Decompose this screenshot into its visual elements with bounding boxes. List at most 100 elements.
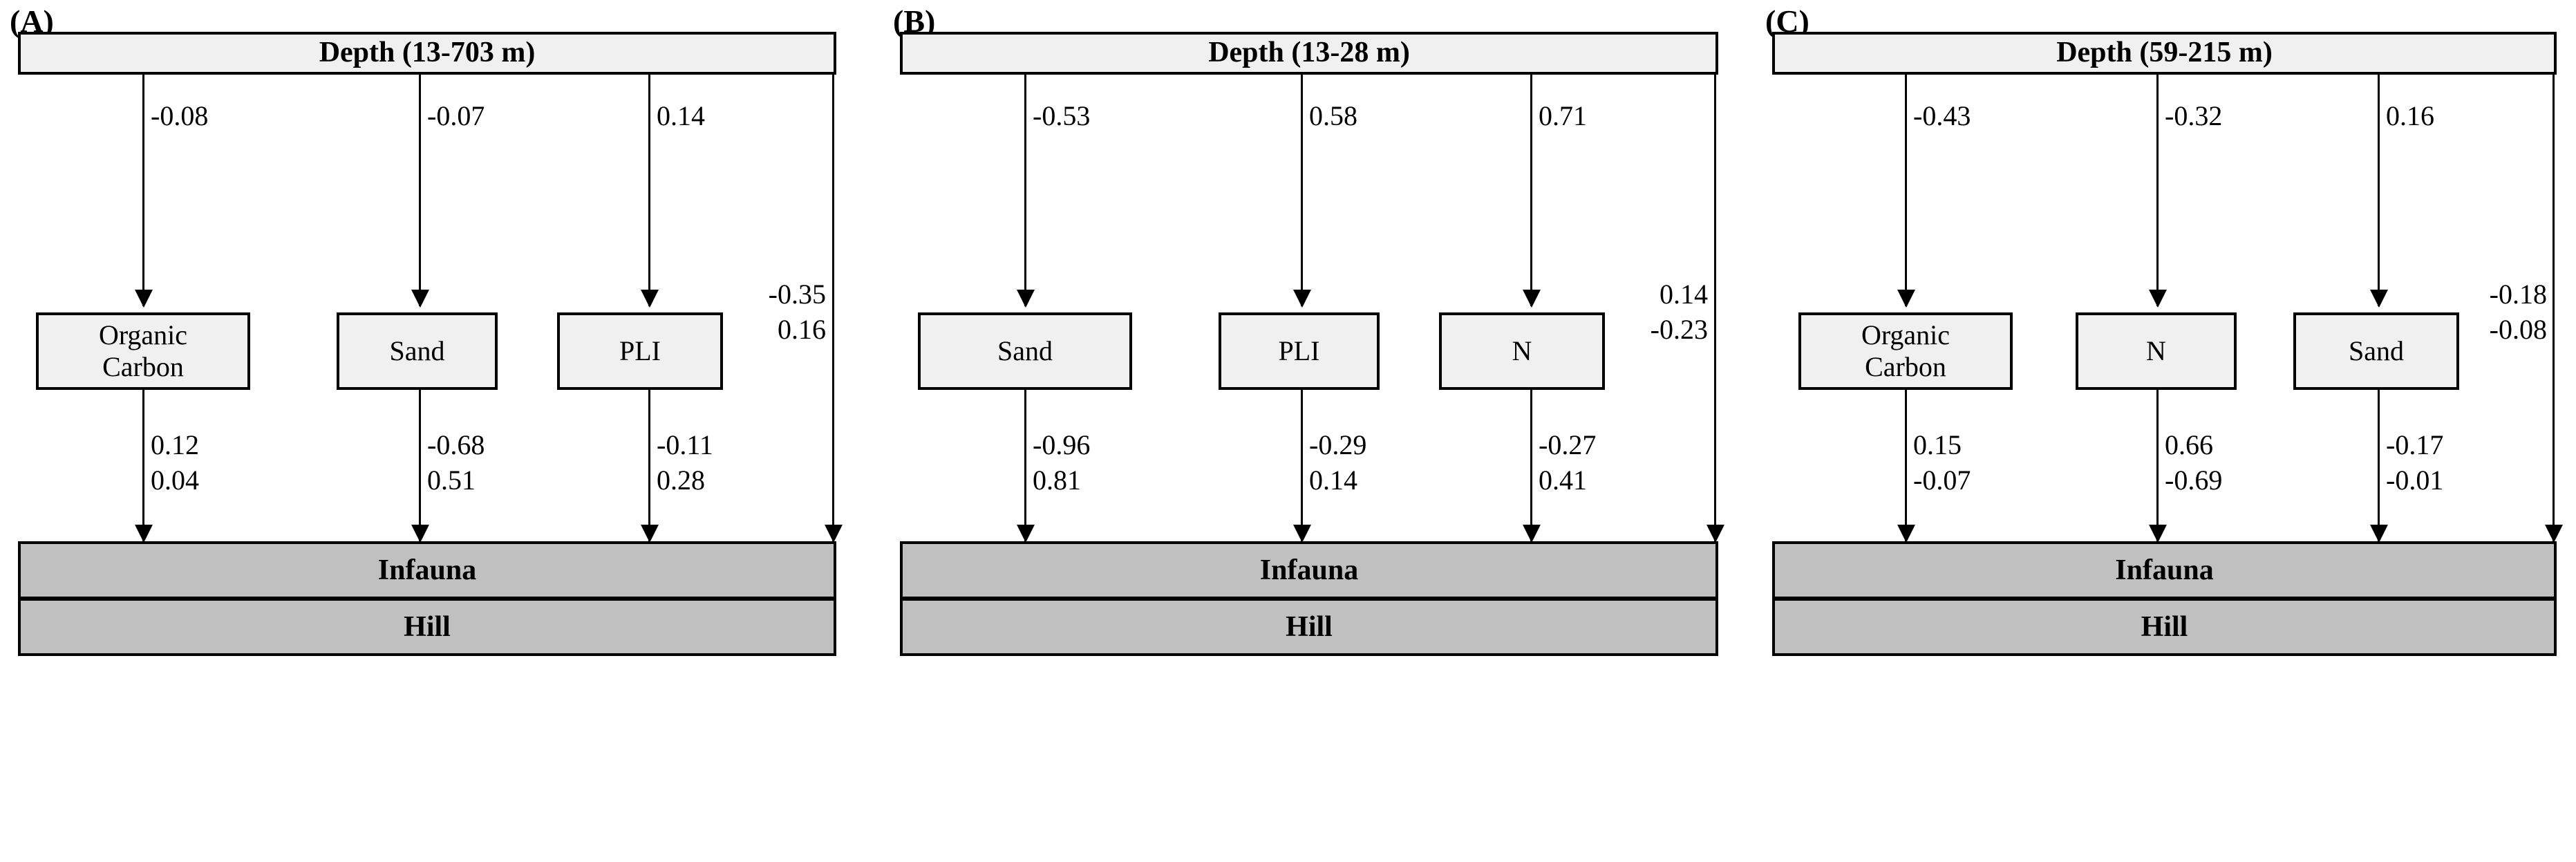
panel-b-coef-depth-outcome-direct: 0.14 -0.23 bbox=[1628, 277, 1708, 347]
panel-a-depth-box: Depth (13-703 m) bbox=[18, 32, 836, 75]
panel-b-coef-depth-n: 0.71 bbox=[1539, 100, 1587, 131]
panel-c-organic-carbon-box: Organic Carbon bbox=[1798, 312, 2013, 390]
panel-b-depth-box: Depth (13-28 m) bbox=[900, 32, 1718, 75]
panel-a: (A) Depth (13-703 m) -0.08 -0.07 0.14 Or… bbox=[0, 0, 867, 862]
panel-b-arrow-depth-to-outcome-direct bbox=[1714, 75, 1716, 541]
panel-c-coef-depth-organic-carbon: -0.43 bbox=[1913, 100, 1971, 131]
panel-c: (C) Depth (59-215 m) -0.43 -0.32 0.16 Or… bbox=[1762, 0, 2576, 862]
panel-c-coef-depth-hill: -0.08 bbox=[2489, 314, 2547, 346]
panel-b-arrow-sand-to-outcome bbox=[1024, 390, 1026, 541]
panel-c-depth-box: Depth (59-215 m) bbox=[1772, 32, 2557, 75]
panel-a-coef-pli-infauna: -0.11 bbox=[657, 429, 713, 460]
panel-a-arrow-depth-to-outcome-direct bbox=[832, 75, 834, 541]
panel-a-organic-carbon-label: Organic Carbon bbox=[98, 319, 188, 382]
panel-a-coef-depth-infauna: -0.35 bbox=[768, 279, 826, 310]
panel-a-arrow-sand-to-outcome bbox=[419, 390, 421, 541]
panel-b-arrow-pli-to-outcome bbox=[1301, 390, 1303, 541]
panel-b-coef-n-infauna: -0.27 bbox=[1539, 429, 1597, 460]
panel-c-arrow-depth-to-organic-carbon bbox=[1905, 75, 1907, 306]
panel-c-coef-depth-outcome-direct: -0.18 -0.08 bbox=[2463, 277, 2547, 347]
panel-a-hill-box: Hill bbox=[18, 598, 836, 656]
panel-b-n-box: N bbox=[1439, 312, 1605, 390]
panel-a-coef-depth-outcome-direct: -0.35 0.16 bbox=[746, 277, 826, 347]
panel-c-coef-sand-hill: -0.01 bbox=[2386, 465, 2444, 496]
panel-c-infauna-label: Infauna bbox=[2115, 554, 2214, 586]
panel-c-coef-n-infauna: 0.66 bbox=[2165, 429, 2213, 460]
panel-a-pli-box: PLI bbox=[557, 312, 723, 390]
panel-c-arrow-depth-to-n bbox=[2156, 75, 2159, 306]
panel-c-n-box: N bbox=[2076, 312, 2237, 390]
panel-b-pli-box: PLI bbox=[1219, 312, 1380, 390]
panel-c-coef-depth-sand: 0.16 bbox=[2386, 100, 2434, 131]
panel-c-arrow-n-to-outcome bbox=[2156, 390, 2159, 541]
panel-a-coef-depth-organic-carbon: -0.08 bbox=[151, 100, 209, 131]
panel-c-coef-n-hill: -0.69 bbox=[2165, 465, 2223, 496]
panel-a-arrow-organic-carbon-to-outcome bbox=[142, 390, 144, 541]
panel-c-organic-carbon-label: Organic Carbon bbox=[1861, 319, 1950, 382]
panel-a-coef-depth-pli: 0.14 bbox=[657, 100, 705, 131]
panel-c-coef-sand-outcome: -0.17 -0.01 bbox=[2386, 427, 2443, 498]
panel-a-arrow-pli-to-outcome bbox=[648, 390, 650, 541]
panel-b-depth-label: Depth (13-28 m) bbox=[1208, 37, 1410, 69]
panel-a-hill-label: Hill bbox=[404, 611, 451, 643]
panel-b-coef-depth-pli: 0.58 bbox=[1309, 100, 1357, 131]
panel-b-arrow-depth-to-n bbox=[1530, 75, 1532, 306]
panel-b-coef-n-hill: 0.41 bbox=[1539, 465, 1587, 496]
panel-a-arrow-depth-to-sand bbox=[419, 75, 421, 306]
panel-c-coef-depth-n: -0.32 bbox=[2165, 100, 2223, 131]
panel-a-coef-sand-outcome: -0.68 0.51 bbox=[427, 427, 485, 498]
panel-b-coef-n-outcome: -0.27 0.41 bbox=[1539, 427, 1596, 498]
panel-a-label: (A) bbox=[10, 3, 54, 39]
panel-b-infauna-label: Infauna bbox=[1259, 554, 1359, 586]
panel-c-arrow-depth-to-sand bbox=[2378, 75, 2380, 306]
panel-c-infauna-box: Infauna bbox=[1772, 541, 2557, 599]
panel-a-sand-label: Sand bbox=[389, 335, 445, 366]
panel-c-arrow-depth-to-outcome-direct bbox=[2553, 75, 2555, 541]
panel-a-infauna-box: Infauna bbox=[18, 541, 836, 599]
panel-b-arrow-depth-to-pli bbox=[1301, 75, 1303, 306]
panel-b-arrow-n-to-outcome bbox=[1530, 390, 1532, 541]
panel-a-depth-label: Depth (13-703 m) bbox=[319, 37, 536, 69]
panel-a-coef-pli-outcome: -0.11 0.28 bbox=[657, 427, 713, 498]
panel-c-sand-label: Sand bbox=[2349, 335, 2404, 366]
panel-b-coef-sand-outcome: -0.96 0.81 bbox=[1033, 427, 1090, 498]
panel-a-coef-pli-hill: 0.28 bbox=[657, 465, 705, 496]
panel-a-arrow-depth-to-pli bbox=[648, 75, 650, 306]
panel-b-sand-box: Sand bbox=[918, 312, 1132, 390]
panel-b-label: (B) bbox=[893, 3, 936, 39]
panel-b-n-label: N bbox=[1512, 335, 1532, 366]
panel-a-coef-organic-carbon-infauna: 0.12 bbox=[151, 429, 199, 460]
panel-b-coef-depth-sand: -0.53 bbox=[1033, 100, 1091, 131]
panel-b-sand-label: Sand bbox=[997, 335, 1053, 366]
panel-b-coef-depth-infauna: 0.14 bbox=[1660, 279, 1708, 310]
panel-a-coef-organic-carbon-outcome: 0.12 0.04 bbox=[151, 427, 199, 498]
panel-c-depth-label: Depth (59-215 m) bbox=[2056, 37, 2273, 69]
panel-b-arrow-depth-to-sand bbox=[1024, 75, 1026, 306]
panel-c-sand-box: Sand bbox=[2293, 312, 2459, 390]
panel-c-hill-label: Hill bbox=[2141, 611, 2188, 643]
panel-a-coef-depth-hill: 0.16 bbox=[778, 314, 826, 346]
panel-a-pli-label: PLI bbox=[619, 335, 661, 366]
panel-c-arrow-sand-to-outcome bbox=[2378, 390, 2380, 541]
panel-b: (B) Depth (13-28 m) -0.53 0.58 0.71 Sand… bbox=[890, 0, 1758, 862]
panel-c-arrow-organic-carbon-to-outcome bbox=[1905, 390, 1907, 541]
panel-b-pli-label: PLI bbox=[1278, 335, 1320, 366]
panel-b-hill-label: Hill bbox=[1286, 611, 1333, 643]
panel-b-coef-depth-hill: -0.23 bbox=[1650, 314, 1708, 346]
panel-c-coef-depth-infauna: -0.18 bbox=[2489, 279, 2547, 310]
panel-a-coef-depth-sand: -0.07 bbox=[427, 100, 485, 131]
panel-b-coef-sand-hill: 0.81 bbox=[1033, 465, 1081, 496]
panel-a-coef-sand-hill: 0.51 bbox=[427, 465, 476, 496]
panel-b-coef-pli-hill: 0.14 bbox=[1309, 465, 1357, 496]
panel-b-coef-pli-infauna: -0.29 bbox=[1309, 429, 1367, 460]
panel-a-infauna-label: Infauna bbox=[377, 554, 477, 586]
panel-b-hill-box: Hill bbox=[900, 598, 1718, 656]
panel-b-coef-sand-infauna: -0.96 bbox=[1033, 429, 1091, 460]
panel-c-coef-organic-carbon-hill: -0.07 bbox=[1913, 465, 1971, 496]
panel-b-coef-pli-outcome: -0.29 0.14 bbox=[1309, 427, 1366, 498]
panel-a-coef-organic-carbon-hill: 0.04 bbox=[151, 465, 199, 496]
panel-c-n-label: N bbox=[2146, 335, 2166, 366]
panel-c-hill-box: Hill bbox=[1772, 598, 2557, 656]
panel-a-arrow-depth-to-organic-carbon bbox=[142, 75, 144, 306]
